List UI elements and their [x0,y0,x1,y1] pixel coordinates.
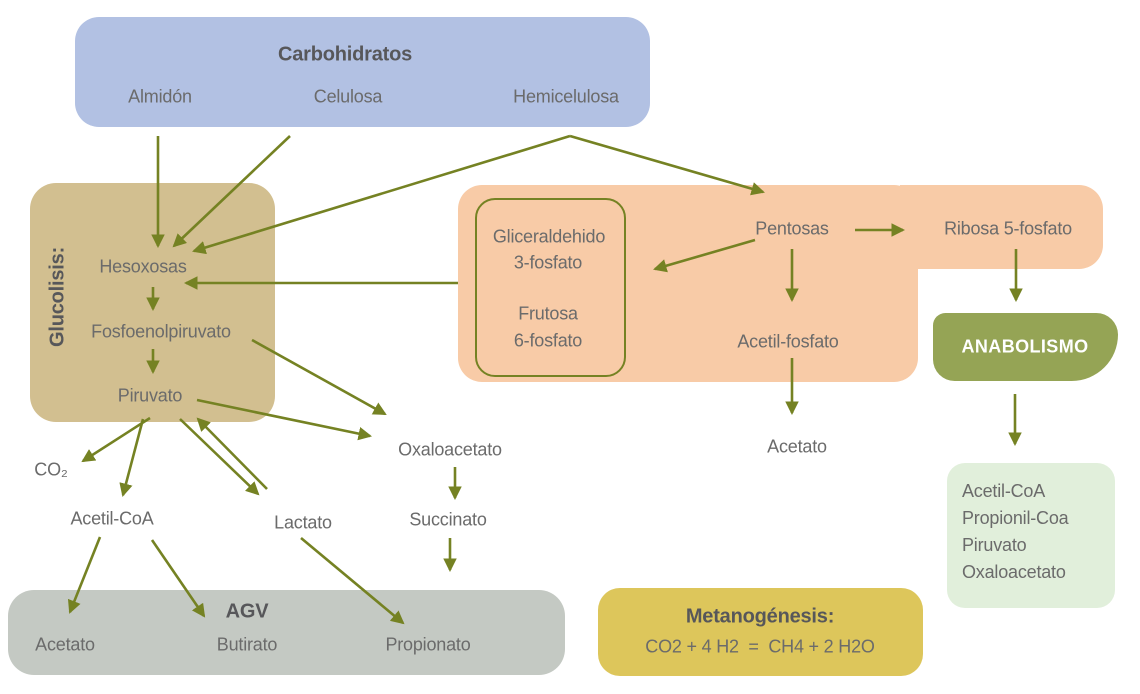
product-propionil-coa: Propionil-Coa [962,508,1069,528]
metanogenesis-formula: CO2 + 4 H2 = CH4 + 2 H2O [645,636,875,657]
label-lactato: Lactato [274,512,332,533]
label-ribosa-5-fosfato: Ribosa 5-fosfato [944,218,1072,239]
arrow-piruvato-co2 [81,416,151,463]
metanogenesis-title: Metanogénesis: [685,605,835,628]
arrow-piruvato-lactato [179,418,260,496]
anabolismo-products-list: Acetil-CoA Propionil-Coa Piruvato Oxaloa… [962,478,1069,586]
pentosas-box-extension [900,185,1103,269]
label-frutosa: Frutosa [518,303,578,324]
arrow-piruvato-acetilcoa [119,418,145,497]
label-acetil-coa: Acetil-CoA [70,508,154,529]
label-hemicelulosa: Hemicelulosa [513,86,619,107]
arrow-lactato-piruvato [196,417,268,490]
label-pentosas: Pentosas [755,218,829,239]
agv-box [8,590,565,675]
glucolisis-title: Glucolisis: [46,246,69,348]
product-piruvato: Piruvato [962,535,1027,555]
metanogenesis-box [598,588,923,676]
label-agv-propionato: Propionato [385,634,471,655]
carbohidratos-title: Carbohidratos [277,43,413,66]
carbohidratos-box [75,17,650,127]
label-celulosa: Celulosa [313,86,383,107]
label-agv-butirato: Butirato [216,634,278,655]
product-acetil-coa: Acetil-CoA [962,481,1046,501]
label-oxaloacetato: Oxaloacetato [398,439,502,460]
label-succinato: Succinato [409,509,487,530]
label-almidon: Almidón [128,86,192,107]
label-fosfoenolpiruvato: Fosfoenolpiruvato [91,321,231,342]
label-3-fosfato: 3-fosfato [513,252,583,273]
product-oxaloacetato: Oxaloacetato [962,562,1066,582]
anabolismo-products-box [947,463,1115,608]
label-gliceraldehido: Gliceraldehido [492,226,606,247]
arrow-hemicelulosa-pentosas [569,134,765,196]
anabolismo-box [933,313,1118,381]
agv-title: AGV [225,600,269,623]
label-hesoxosas: Hesoxosas [99,256,187,277]
anabolismo-title: ANABOLISMO [961,336,1089,357]
label-acetato-pentosas: Acetato [767,436,827,457]
label-6-fosfato: 6-fosfato [513,330,583,351]
label-co2: CO₂ [34,459,68,480]
label-agv-acetato: Acetato [35,634,95,655]
label-piruvato: Piruvato [117,385,183,406]
label-acetil-fosfato: Acetil-fosfato [737,331,839,352]
